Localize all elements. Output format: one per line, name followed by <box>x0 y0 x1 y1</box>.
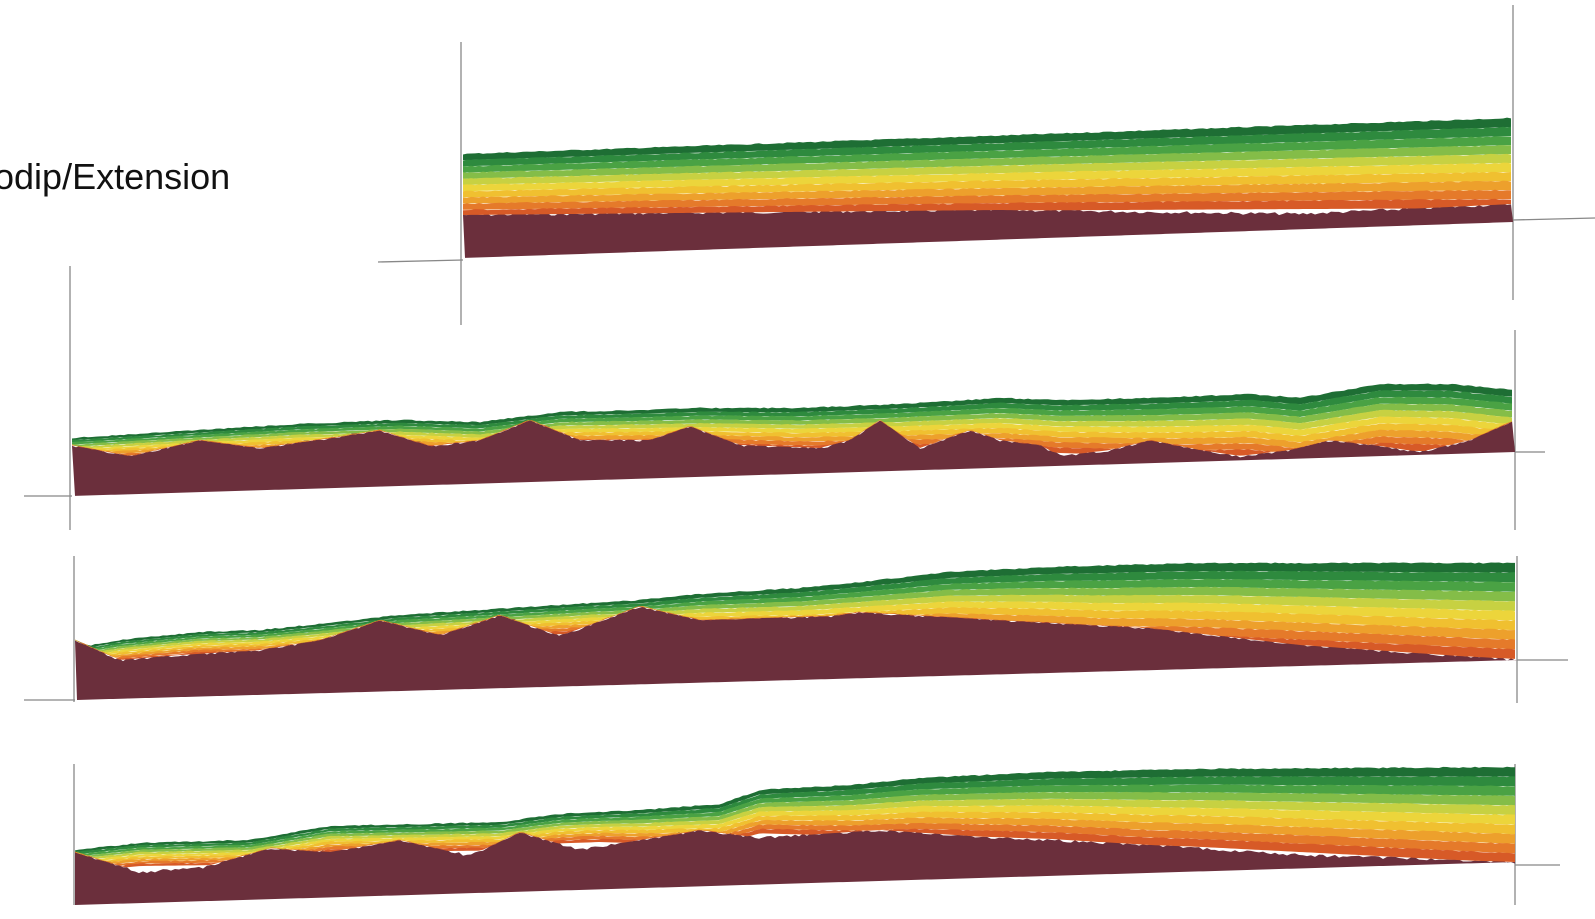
strata-layer-7 <box>72 419 1512 452</box>
cross-section-panel-1 <box>377 5 1595 325</box>
strata-layer-5 <box>463 153 1511 185</box>
strata-layer-1 <box>463 117 1511 161</box>
strata-layer-4 <box>463 145 1511 179</box>
cross-section-panel-3 <box>24 556 1568 703</box>
strata-layer-5 <box>75 594 1515 653</box>
strata-layer-10 <box>463 198 1511 215</box>
strata-layer-9 <box>463 189 1511 210</box>
strata-layer-9 <box>75 606 1515 659</box>
axis-line <box>377 259 464 263</box>
strata-layer-2 <box>75 570 1515 649</box>
strata-layer-1 <box>75 766 1515 852</box>
strata-layer-6 <box>463 162 1511 192</box>
strata-layer-6 <box>75 805 1515 861</box>
strata-layer-3 <box>75 578 1515 650</box>
strata-layer-7 <box>463 171 1511 198</box>
strata-layer-8 <box>75 817 1515 864</box>
strata-layer-6 <box>75 601 1515 655</box>
cross-section-panel-2 <box>24 266 1545 530</box>
strata-layer-8 <box>75 606 1515 658</box>
basement-rock <box>463 203 1513 258</box>
strata-layer-5 <box>75 798 1515 859</box>
strata-layer-8 <box>463 180 1511 204</box>
strata-layer-10 <box>75 828 1515 868</box>
cross-section-panel-4 <box>73 764 1560 905</box>
axis-line <box>1512 217 1595 221</box>
strata-layer-1 <box>75 562 1515 648</box>
basement-rock <box>75 606 1517 700</box>
strata-layer-2 <box>463 126 1511 167</box>
strata-layer-7 <box>75 606 1515 656</box>
strata-layer-2 <box>75 776 1515 854</box>
strata-layer-3 <box>72 396 1512 445</box>
strata-layer-7 <box>75 811 1515 862</box>
strata-layer-9 <box>75 822 1515 866</box>
strata-layer-4 <box>75 586 1515 652</box>
figure-title: odip/Extension <box>0 156 231 197</box>
strata-layer-3 <box>75 784 1515 856</box>
strata-layer-4 <box>72 403 1512 447</box>
strata-layer-5 <box>72 409 1512 449</box>
basement-rock <box>72 419 1515 496</box>
strata-layer-3 <box>463 136 1511 173</box>
